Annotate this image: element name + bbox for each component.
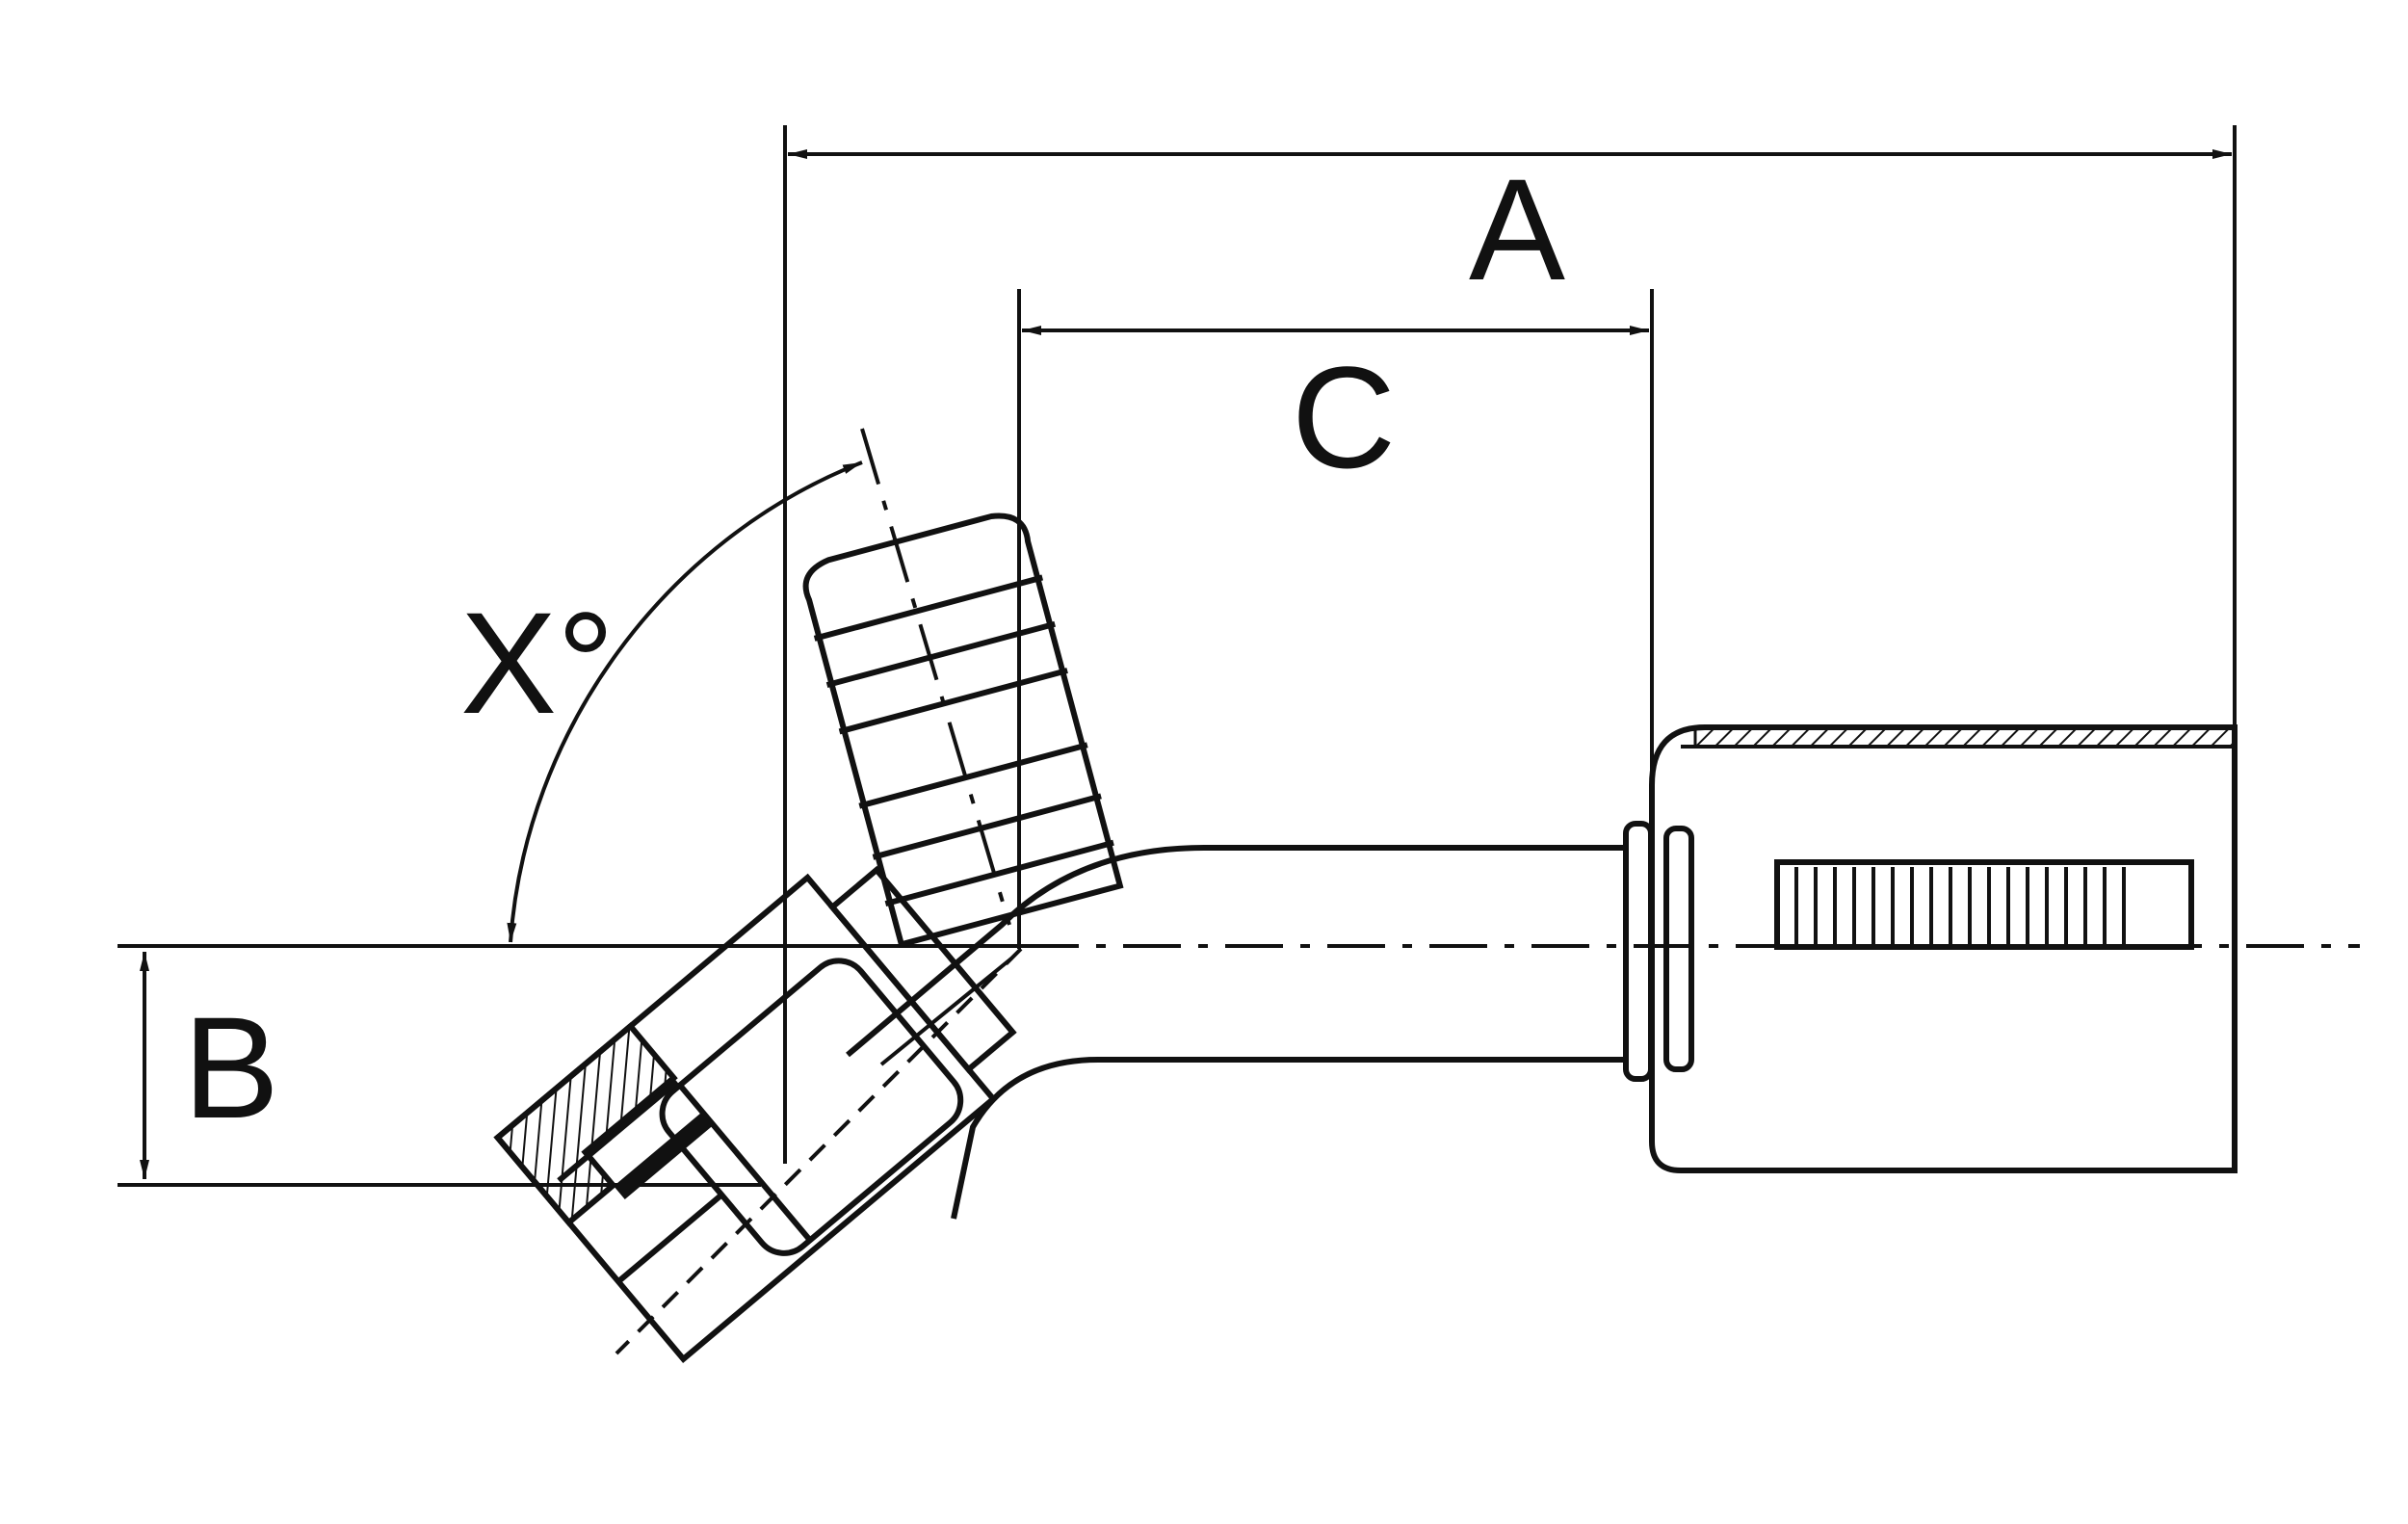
ferrule-top-band <box>1693 725 2237 749</box>
nut-inner-line <box>557 1079 679 1183</box>
service-port <box>802 512 1124 948</box>
ferrule-crimp-groove <box>1774 859 2194 950</box>
tube-lower-edge <box>951 1057 1626 1220</box>
nut-hex-edge <box>677 1083 813 1243</box>
angle-x-dimension: X° <box>460 460 863 943</box>
dim-b-label: B <box>183 986 279 1148</box>
port-rib-1 <box>813 574 1044 642</box>
dim-c-label: C <box>1292 336 1396 498</box>
port-rib-3 <box>838 668 1068 735</box>
nut-collar <box>827 865 1017 1074</box>
collar-ring-1 <box>1623 821 1654 1082</box>
angle-x-label: X° <box>460 582 615 744</box>
port-body <box>802 512 1124 948</box>
port-rib-6 <box>884 839 1114 907</box>
crimp-teeth <box>1794 867 2126 944</box>
nut-flat-edge <box>616 1193 724 1284</box>
dimension-b: B <box>118 944 1021 1187</box>
dim-a-label: A <box>1469 148 1565 310</box>
tube-upper-edge <box>846 845 1626 1058</box>
angled-centerline <box>860 428 1011 926</box>
nut-pin <box>614 1112 714 1200</box>
collar-ring-2 <box>1663 826 1694 1072</box>
swivel-nut <box>493 865 1017 1363</box>
dimension-a: A <box>783 125 2237 1170</box>
bent-tube <box>846 845 1626 1220</box>
angle-x-arc <box>507 460 863 943</box>
port-rib-2 <box>825 620 1056 689</box>
tube-inner-edge <box>879 957 1013 1066</box>
centerlines <box>615 428 2360 1355</box>
hose-ferrule <box>1623 724 2238 1173</box>
dimension-c: C <box>1017 289 1654 949</box>
lower-angled-centerline <box>615 947 1023 1355</box>
port-rib-5 <box>872 793 1102 860</box>
port-rib-4 <box>858 742 1088 809</box>
nut-hex-face <box>659 958 964 1256</box>
